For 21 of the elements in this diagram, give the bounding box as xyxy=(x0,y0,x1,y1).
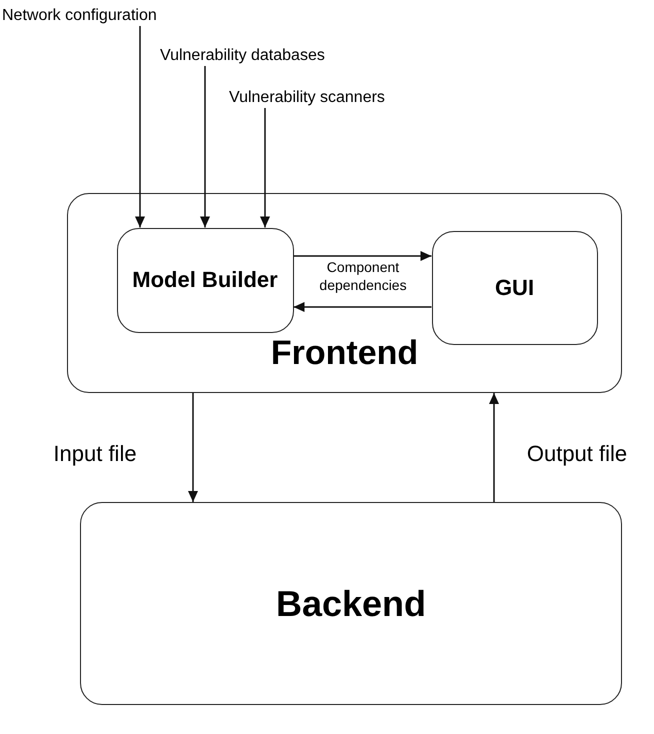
box-title: Model Builder xyxy=(132,266,278,294)
box-title: Frontend xyxy=(270,332,418,374)
component-box xyxy=(80,502,622,705)
arrow xyxy=(294,251,432,261)
box-title: GUI xyxy=(494,274,534,302)
arrow xyxy=(135,26,145,228)
component-box xyxy=(67,193,622,393)
component-box xyxy=(432,230,598,344)
arrow xyxy=(260,108,270,228)
edge-label: Input file xyxy=(52,440,138,468)
input-label: Vulnerability scanners xyxy=(229,88,385,108)
box-title: Backend xyxy=(276,582,426,626)
arrow xyxy=(294,302,432,312)
arrow xyxy=(188,393,198,502)
arrow xyxy=(200,66,210,228)
input-label: Network configuration xyxy=(2,6,157,26)
arrow xyxy=(489,393,499,502)
edge-label: Component dependencies xyxy=(318,258,408,294)
edge-label: Output file xyxy=(526,440,628,468)
component-box xyxy=(116,228,294,332)
input-label: Vulnerability databases xyxy=(160,46,325,66)
